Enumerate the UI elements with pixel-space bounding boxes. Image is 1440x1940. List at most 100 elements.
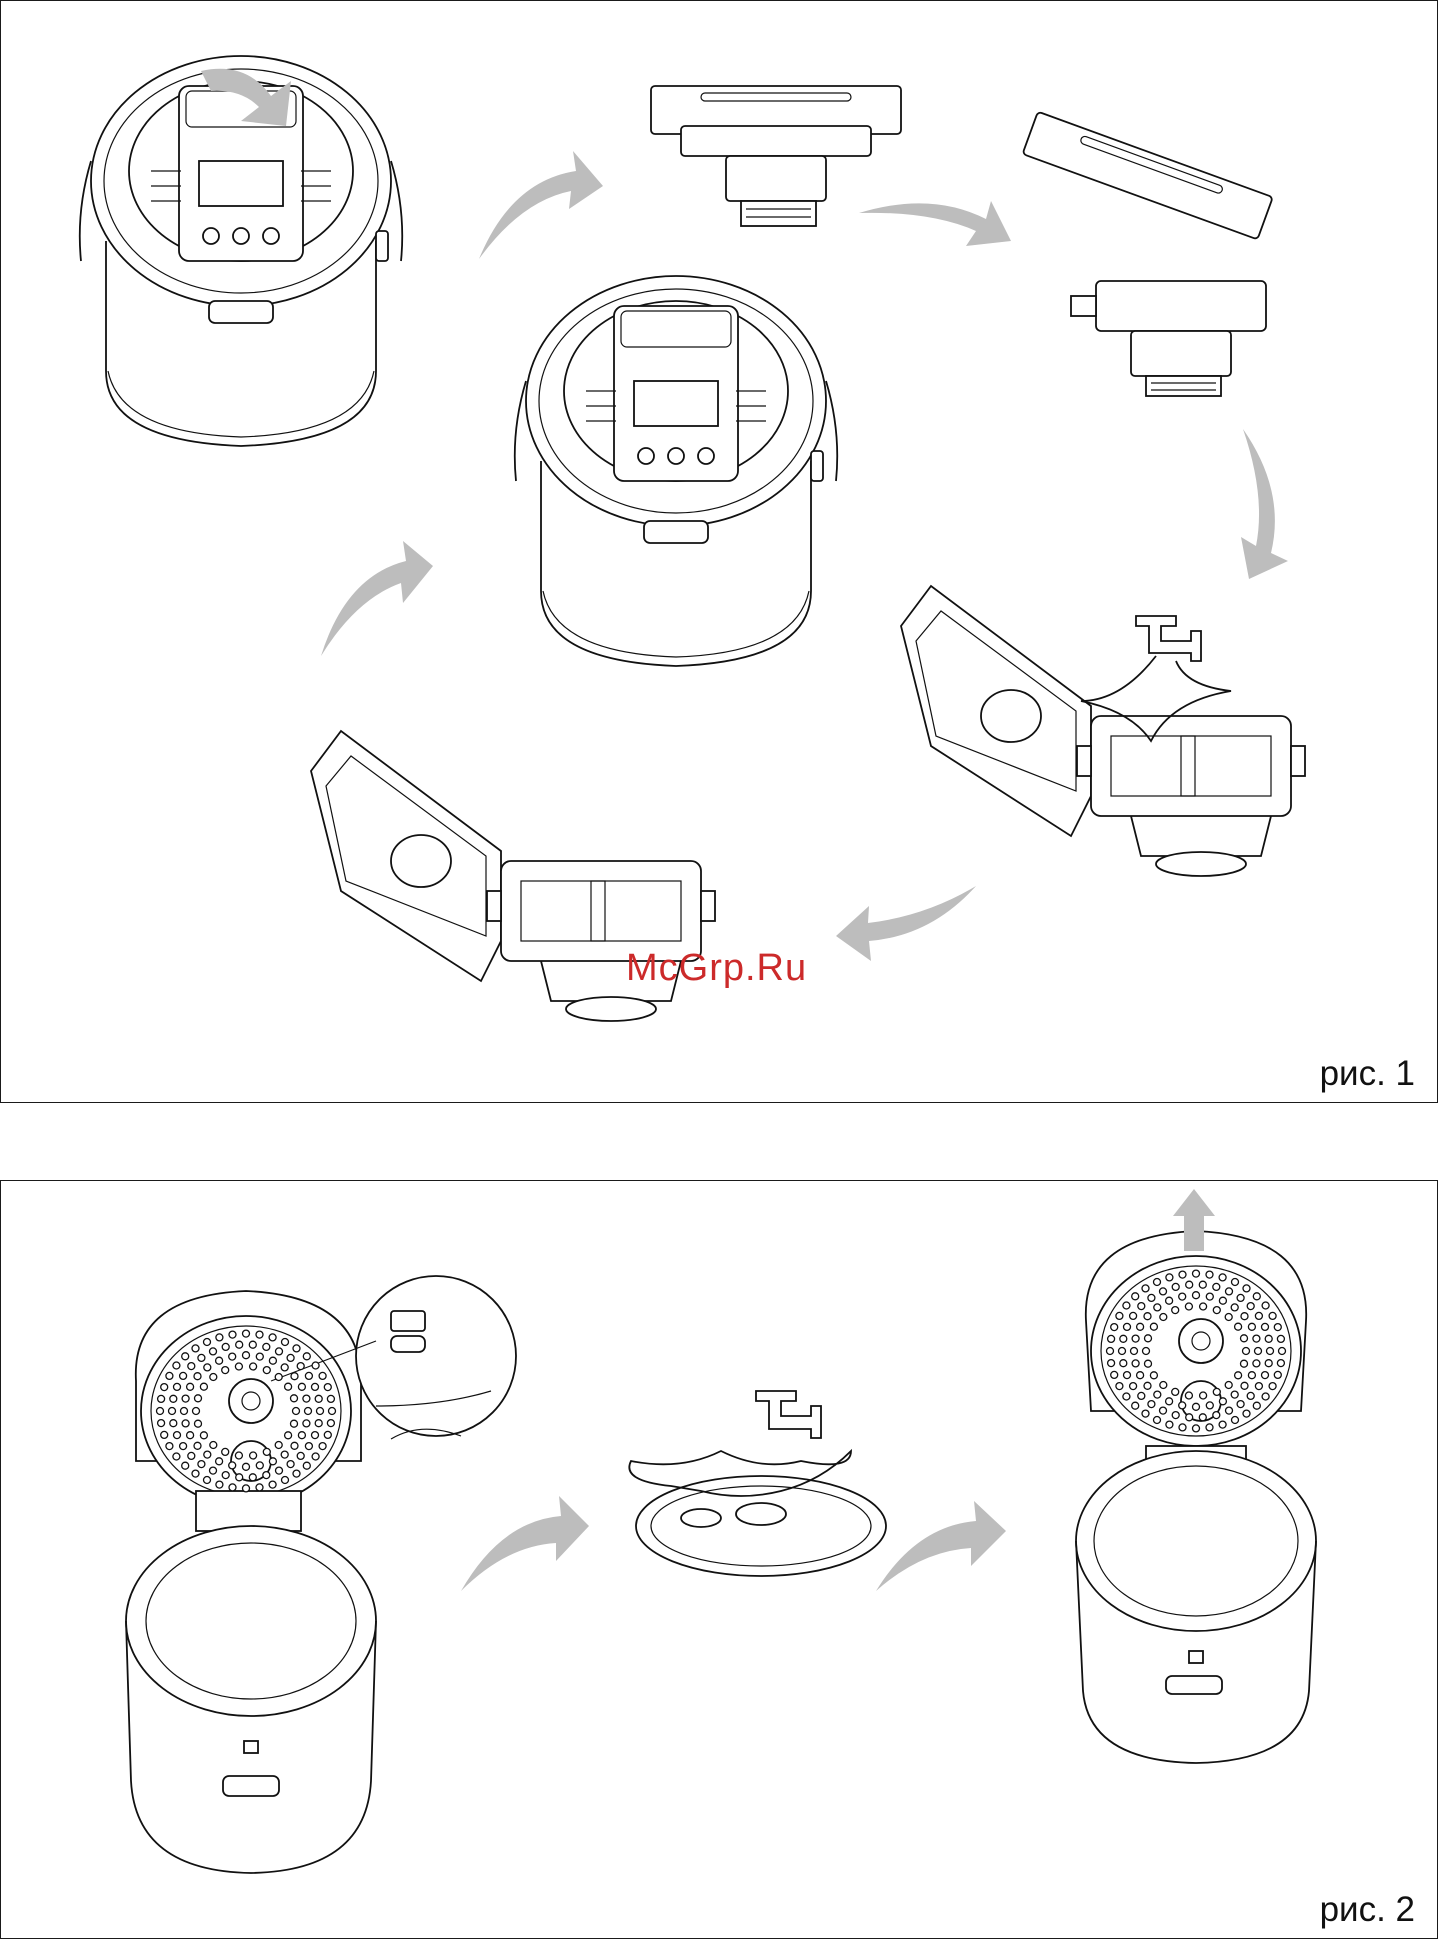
steam-hole [182,1462,189,1469]
steam-hole [1213,1388,1220,1395]
watermark: McGrp.Ru [626,947,807,990]
steam-hole [182,1420,189,1427]
steam-hole [1199,1281,1206,1288]
steam-hole [198,1461,205,1468]
steam-hole [1193,1270,1200,1277]
steam-hole [1124,1372,1131,1379]
steam-hole [1247,1303,1254,1310]
cycle-arrow-icon-5 [321,541,433,656]
steam-hole [243,1330,250,1337]
steam-hole [1219,1297,1226,1304]
steam-hole [195,1420,202,1427]
steam-hole [1179,1402,1186,1409]
steam-hole [1225,1382,1232,1389]
steam-hole [293,1345,300,1352]
steam-hole [282,1339,289,1346]
steam-hole [216,1481,223,1488]
steam-hole [1108,1335,1115,1342]
steam-hole [1248,1323,1255,1330]
steam-hole [169,1408,176,1415]
steam-hole [229,1462,236,1469]
steam-hole [256,1484,263,1491]
steam-hole [200,1432,207,1439]
steam-hole [158,1420,165,1427]
steam-hole [161,1431,168,1438]
steam-hole [1144,1313,1151,1320]
steam-hole [194,1442,201,1449]
steam-hole [187,1432,194,1439]
steam-hole [170,1395,177,1402]
steam-hole [229,1484,236,1491]
steam-hole [1172,1283,1179,1290]
steam-hole [1219,1398,1226,1405]
steam-hole [285,1432,292,1439]
steam-hole [1131,1348,1138,1355]
steam-hole [293,1470,300,1477]
steam-hole [1206,1271,1213,1278]
steam-hole [1277,1335,1284,1342]
steam-hole [1185,1392,1192,1399]
steam-hole [216,1334,223,1341]
steam-hole [1255,1312,1262,1319]
steam-hole [1185,1303,1192,1310]
steam-hole [1186,1281,1193,1288]
steam-hole [263,1448,270,1455]
steam-hole [1213,1307,1220,1314]
steam-hole [194,1373,201,1380]
steam-hole [243,1352,250,1359]
steam-hole [173,1362,180,1369]
steam-hole [1206,1293,1213,1300]
steam-hole [1231,1391,1238,1398]
steam-hole [319,1443,326,1450]
lift-up-arrow-icon [1173,1189,1215,1251]
steam-hole [1130,1312,1137,1319]
steam-hole [269,1357,276,1364]
steam-hole [1226,1288,1233,1295]
steam-hole [1235,1323,1242,1330]
steam-hole [195,1395,202,1402]
steam-hole [275,1442,282,1449]
steam-hole [1138,1303,1145,1310]
steam-hole [1253,1293,1260,1300]
steam-hole [1262,1372,1269,1379]
steam-hole [315,1395,322,1402]
steam-hole [305,1372,312,1379]
steam-hole [1172,1388,1179,1395]
steam-hole [281,1451,288,1458]
steam-hole [298,1432,305,1439]
steam-hole [1123,1302,1130,1309]
steam-hole [222,1367,229,1374]
steam-hole [250,1452,257,1459]
steam-hole [1138,1392,1145,1399]
steam-hole [315,1420,322,1427]
steam-hole [293,1408,300,1415]
steam-hole [180,1372,187,1379]
figure-2-caption: рис. 2 [1320,1890,1415,1930]
steam-hole [1142,1285,1149,1292]
steam-hole [1219,1421,1226,1428]
steam-hole [303,1395,310,1402]
lid-being-separated [1023,112,1273,240]
steam-hole [256,1353,263,1360]
flow-arrow-icon-2 [876,1501,1006,1591]
steam-hole [173,1453,180,1460]
figure-2-illustration [1,1181,1437,1938]
steam-hole [1186,1414,1193,1421]
steam-hole [192,1470,199,1477]
flow-arrow-icon-1 [461,1496,589,1591]
steam-hole [269,1481,276,1488]
steam-hole [1243,1285,1250,1292]
steam-hole [1160,1314,1167,1321]
steam-hole [1241,1335,1248,1342]
steam-hole [1200,1392,1207,1399]
steam-hole [1154,1417,1161,1424]
steam-hole [1235,1372,1242,1379]
steam-hole [1154,1279,1161,1286]
steam-hole [243,1463,250,1470]
steam-hole [291,1373,298,1380]
steam-hole [1274,1371,1281,1378]
steam-hole [222,1472,229,1479]
steam-hole [204,1339,211,1346]
steam-hole [1111,1324,1118,1331]
steam-hole [312,1362,319,1369]
